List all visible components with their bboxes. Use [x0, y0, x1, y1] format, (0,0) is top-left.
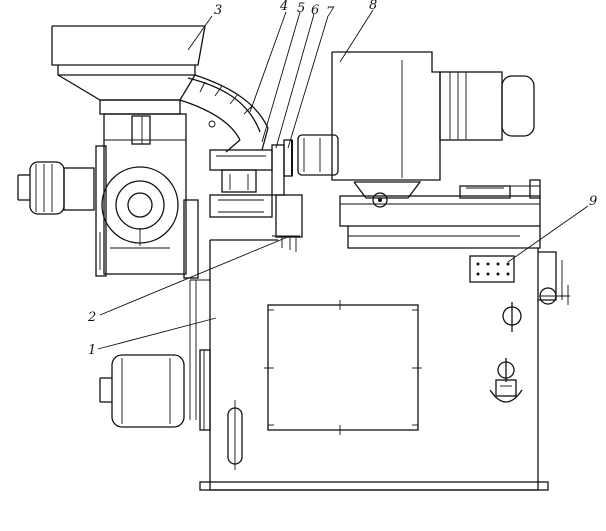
side-bracket [538, 251, 570, 305]
base-cabinet [189, 239, 549, 491]
slide-rail [339, 179, 541, 249]
knob-upper [502, 302, 522, 332]
label-2: 2 [87, 310, 96, 325]
access-panel [264, 300, 422, 435]
label-3: 3 [214, 3, 222, 18]
label-9: 9 [589, 194, 597, 209]
label-6: 6 [311, 3, 319, 18]
knob-lower [489, 358, 523, 403]
right-motor [297, 51, 535, 181]
label-8: 8 [369, 0, 377, 13]
label-4: 4 [279, 0, 288, 14]
drive-wheel [101, 166, 179, 249]
callout-labels: 3 4 5 6 7 8 9 2 1 [87, 0, 597, 358]
die-head [209, 139, 303, 252]
lower-motor [99, 354, 185, 428]
slot-handle [227, 400, 243, 470]
control-panel [469, 255, 515, 283]
label-5: 5 [297, 1, 305, 16]
leader-lines [97, 9, 589, 350]
label-7: 7 [326, 5, 335, 20]
left-motor [17, 161, 95, 215]
feed-chute [179, 74, 269, 153]
label-1: 1 [88, 343, 96, 358]
